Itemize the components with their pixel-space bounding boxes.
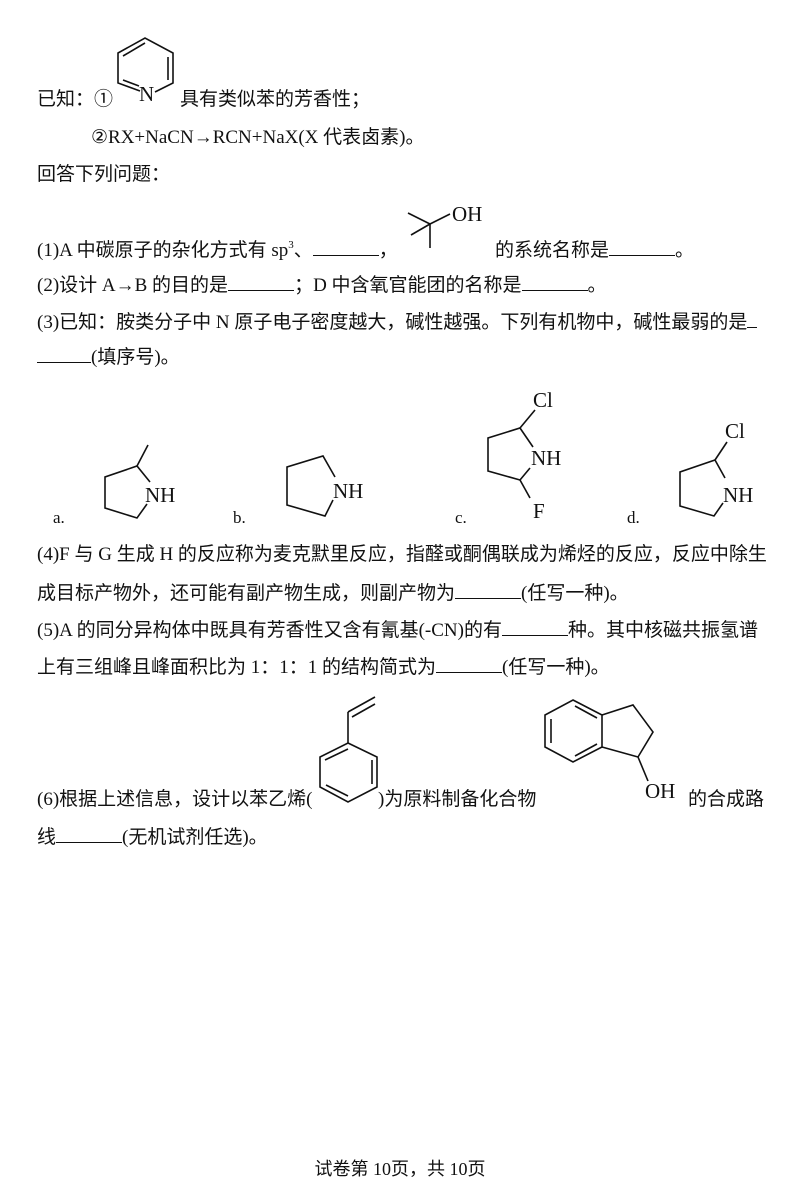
answer-blank[interactable] [521, 274, 588, 291]
q1-text: (1)A 中碳原子的杂化方式有 sp [37, 240, 289, 261]
q3-text-2: (填序号)。 [91, 347, 180, 368]
answer-blank[interactable] [455, 582, 522, 599]
known-line-1: 已知：① [37, 89, 113, 111]
q1-comma: ， [378, 240, 398, 261]
page-footer: 试卷第 10页，共 10页 [314, 1159, 486, 1179]
question-6-part-b: )为原料制备化合物 [378, 789, 537, 810]
q6-text-2: (无机试剂任选)。 [122, 827, 268, 848]
question-1-part-a: (1)A 中碳原子的杂化方式有 sp3、 ， [37, 239, 398, 261]
question-4-line-2: 成目标产物外，还可能有副产物生成，则副产物为 (任写一种)。 [37, 582, 629, 604]
styrene-structure [319, 696, 378, 803]
answer-blank[interactable] [609, 239, 676, 256]
question-6-part-c: 的合成路 [688, 789, 765, 810]
answer-blank[interactable] [436, 656, 503, 673]
question-1-part-b: 的系统名称是 。 [495, 239, 694, 261]
cl-label: Cl [725, 419, 745, 443]
known-item-2: ②RX+NaCN→RCN+NaX(X 代表卤素)。 [91, 127, 425, 148]
q5-text-3: 上有三组峰且峰面积比为 1：1：1 的结构简式为 [37, 657, 437, 678]
option-d-label: d. [627, 508, 640, 527]
answer-blank[interactable] [37, 346, 91, 363]
q5-text: (5)A 的同分异构体中既具有芳香性又含有氰基(-CN)的有 [37, 620, 502, 641]
option-d-structure: Cl NH [679, 419, 753, 517]
answer-blank[interactable] [312, 239, 379, 256]
answer-blank[interactable] [228, 274, 295, 291]
option-b-structure: NH [286, 455, 363, 517]
option-b-label: b. [233, 508, 246, 527]
q2-period: 。 [587, 275, 607, 296]
q1-text-2: 的系统名称是 [495, 240, 610, 261]
intro-text: 回答下列问题： [37, 164, 171, 185]
q4-text-2: (任写一种)。 [521, 583, 629, 604]
superscript: 3 [288, 239, 294, 251]
q1-separator: 、 [293, 240, 313, 261]
circled-number-1: ① [94, 89, 114, 110]
question-5-line-1: (5)A 的同分异构体中既具有芳香性又含有氰基(-CN)的有 种。其中核磁共振氢谱 [37, 619, 758, 641]
option-c-label: c. [455, 508, 467, 527]
indanol-structure: OH [544, 699, 675, 803]
option-a-label: a. [53, 508, 65, 527]
question-3-line-1: (3)已知：胺类分子中 N 原子电子密度越大，碱性越强。下列有机物中，碱性最弱的… [37, 311, 758, 333]
nh-label: NH [145, 483, 175, 507]
pyridine-structure: N [117, 37, 174, 106]
question-6-part-a: (6)根据上述信息，设计以苯乙烯( [37, 789, 313, 810]
nh-label: NH [333, 479, 363, 503]
q5-text-2: 种。其中核磁共振氢谱 [567, 620, 758, 641]
question-4-line-1: (4)F 与 G 生成 H 的反应称为麦克默里反应，指醛或酮偶联成为烯烃的反应，… [37, 544, 767, 565]
oh-label: OH [452, 202, 482, 226]
q3-text: (3)已知：胺类分子中 N 原子电子密度越大，碱性越强。下列有机物中，碱性最弱的… [37, 312, 748, 333]
q2-text-2: ；D 中含氧官能团的名称是 [294, 275, 522, 296]
question-2: (2)设计 A→B 的目的是 ；D 中含氧官能团的名称是 。 [37, 274, 607, 296]
question-5-line-2: 上有三组峰且峰面积比为 1：1：1 的结构简式为 (任写一种)。 [37, 656, 610, 678]
q6-text: 线 [37, 827, 57, 848]
nh-label: NH [723, 483, 753, 507]
option-c-structure: Cl NH F [487, 388, 561, 523]
q5-text-4: (任写一种)。 [502, 657, 610, 678]
question-3-line-2: (填序号)。 [37, 346, 180, 368]
known-item-1-text: 具有类似苯的芳香性； [180, 89, 371, 110]
option-a-structure: NH [104, 444, 175, 519]
question-6-line-2: 线 (无机试剂任选)。 [37, 826, 268, 848]
pyridine-n-label: N [139, 82, 154, 106]
oh-label: OH [645, 779, 675, 803]
answer-blank[interactable] [747, 311, 758, 328]
tert-butanol-structure: OH [407, 202, 482, 248]
answer-blank[interactable] [501, 619, 568, 636]
q4-text: 成目标产物外，还可能有副产物生成，则副产物为 [37, 583, 456, 604]
nh-label: NH [531, 446, 561, 470]
answer-blank[interactable] [56, 826, 123, 843]
cl-label: Cl [533, 388, 553, 412]
q1-period: 。 [675, 240, 695, 261]
known-label: 已知： [37, 89, 95, 110]
q2-text: (2)设计 A→B 的目的是 [37, 275, 229, 296]
f-label: F [533, 499, 545, 523]
